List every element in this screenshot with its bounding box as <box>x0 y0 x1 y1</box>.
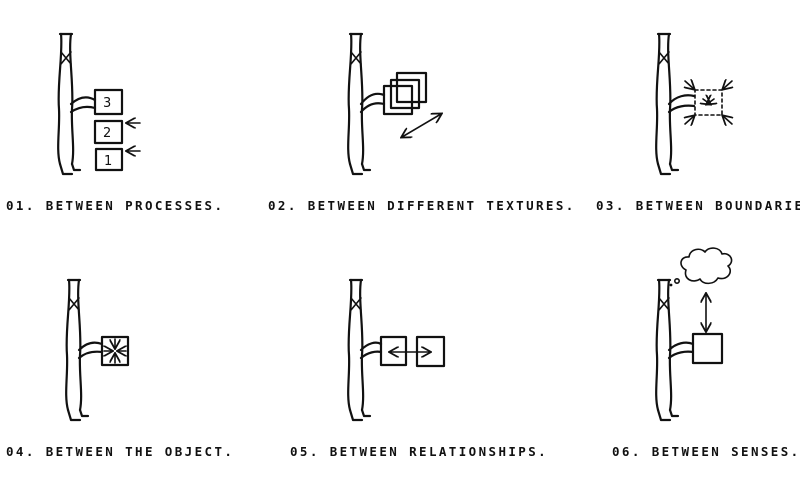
panel-1: 3 2 1 01. BETWEEN PROCESSES. <box>6 32 224 213</box>
caption-1: 01. BETWEEN PROCESSES. <box>6 198 224 213</box>
relation-box-left <box>379 335 408 367</box>
thought-bubble-dot <box>669 283 673 287</box>
boundary-dashed-box <box>694 89 723 116</box>
panel-2: 02. BETWEEN DIFFERENT TEXTURES. <box>268 32 576 213</box>
figure-5 <box>347 278 372 422</box>
box-label-2: 2 <box>103 126 111 141</box>
caption-5: 05. BETWEEN RELATIONSHIPS. <box>290 444 548 459</box>
panel-5: 05. BETWEEN RELATIONSHIPS. <box>290 278 548 459</box>
caption-3: 03. BETWEEN BOUNDARIES. <box>596 198 800 213</box>
object-box <box>100 335 130 367</box>
thought-cloud-icon <box>680 247 733 285</box>
caption-6: 06. BETWEEN SENSES. <box>612 444 800 459</box>
caption-2: 02. BETWEEN DIFFERENT TEXTURES. <box>268 198 576 213</box>
figure-3 <box>655 32 680 176</box>
panel-4: 04. BETWEEN THE OBJECT. <box>6 278 234 459</box>
caption-4: 04. BETWEEN THE OBJECT. <box>6 444 234 459</box>
figure-2 <box>347 32 372 176</box>
process-box-3 <box>93 88 124 116</box>
box-label-3: 3 <box>103 96 111 111</box>
texture-square-2 <box>389 78 421 110</box>
panel-3: 03. BETWEEN BOUNDARIES. <box>596 32 800 213</box>
figure-1-arm <box>69 96 97 106</box>
texture-square-3 <box>395 71 428 104</box>
sense-box <box>691 332 724 365</box>
box-label-1: 1 <box>104 154 112 169</box>
double-arrow <box>402 114 441 137</box>
figure-4 <box>65 278 90 422</box>
process-box-1 <box>94 147 124 172</box>
figure-6 <box>655 278 680 422</box>
process-box-2 <box>93 119 124 145</box>
thought-bubble-small <box>673 277 680 284</box>
figure-1 <box>57 32 82 176</box>
panel-6: 06. BETWEEN SENSES. <box>612 247 800 459</box>
